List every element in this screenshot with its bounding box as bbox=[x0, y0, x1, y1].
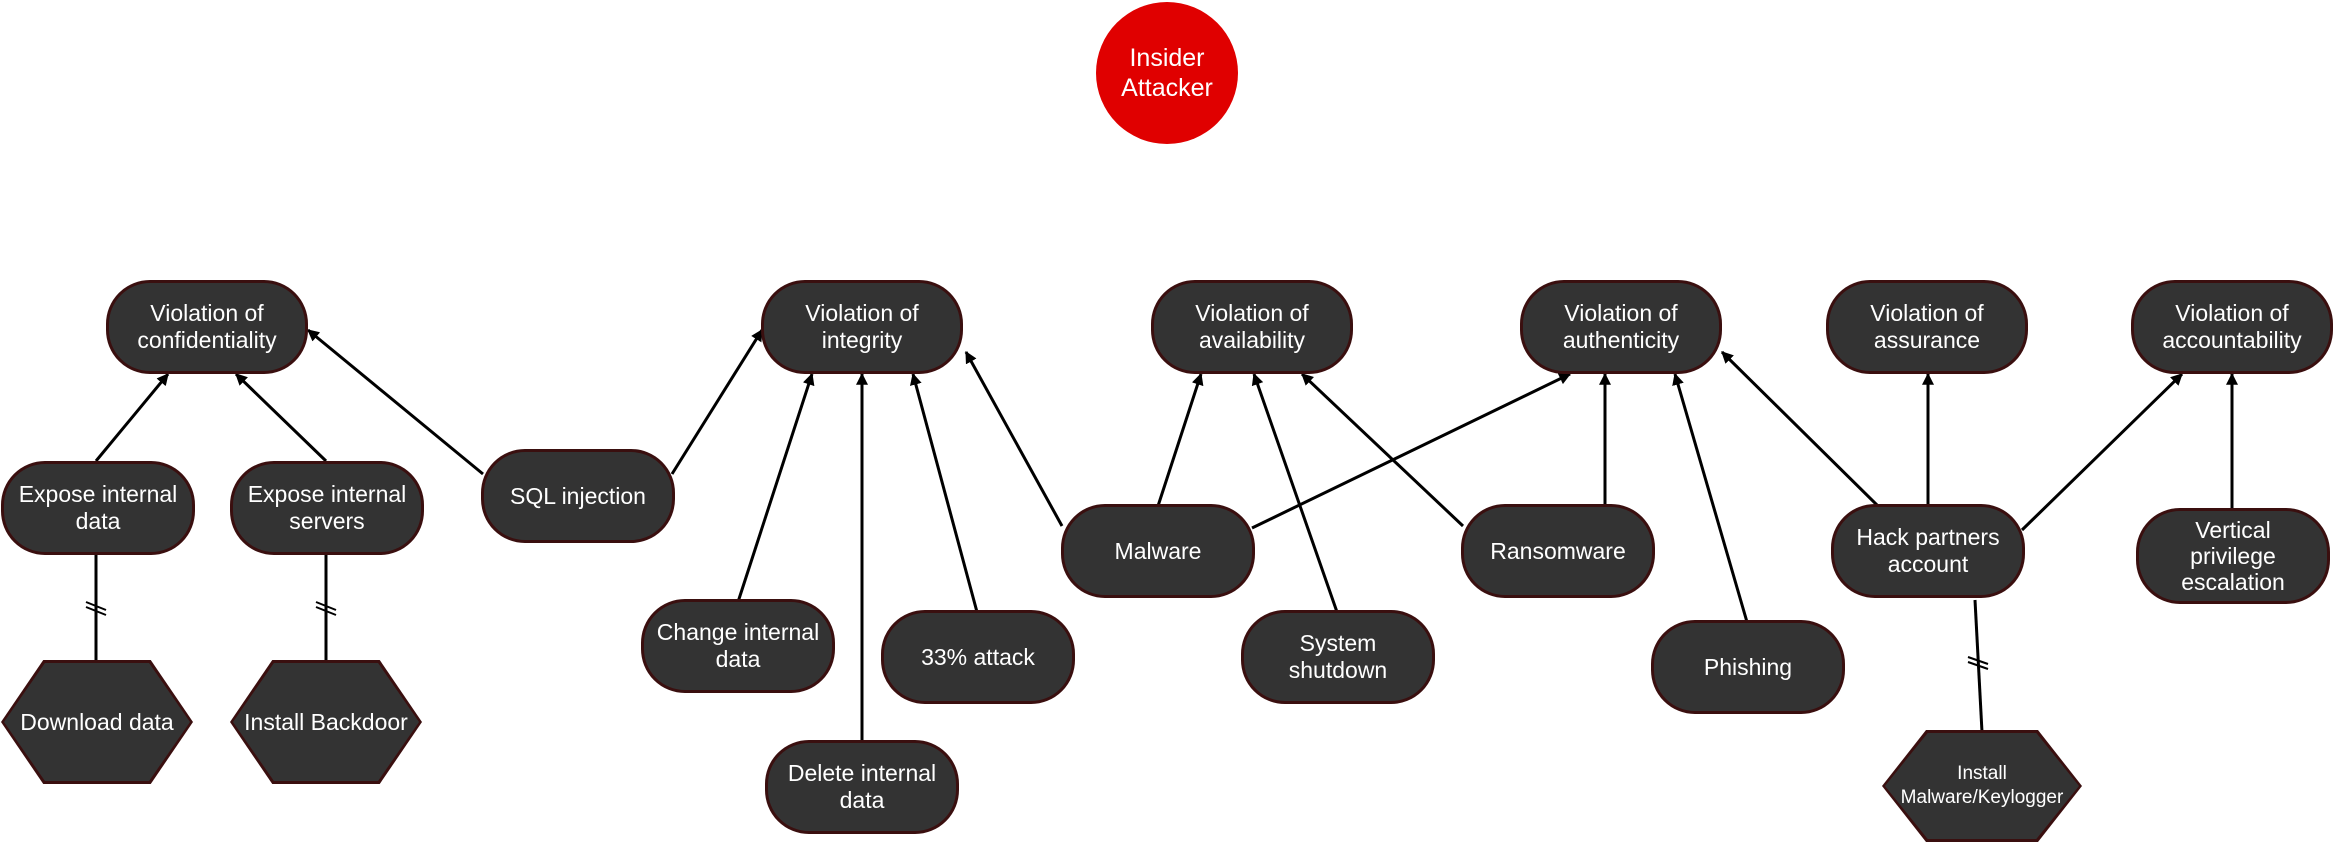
action-install-malware-keylogger: Install Malware/Keylogger bbox=[1882, 730, 2082, 842]
violation-authenticity: Violation of authenticity bbox=[1520, 280, 1722, 374]
edge-shutdown-to-availability bbox=[1251, 372, 1339, 613]
edge-change-to-integrity bbox=[736, 372, 815, 603]
attack-ransomware: Ransomware bbox=[1461, 504, 1655, 598]
action-download-data: Download data bbox=[1, 660, 193, 784]
attack-sql-injection: SQL injection bbox=[481, 449, 675, 543]
insider-attacker-root: Insider Attacker bbox=[1096, 2, 1238, 144]
violation-availability: Violation of availability bbox=[1151, 280, 1353, 374]
break-mark-backdoor-2 bbox=[315, 606, 337, 616]
attack-expose-internal-data: Expose internal data bbox=[1, 461, 195, 555]
edge-hack-to-accountability bbox=[2020, 372, 2184, 532]
break-mark-backdoor bbox=[315, 601, 337, 611]
action-install-backdoor: Install Backdoor bbox=[230, 660, 422, 784]
edge-sql-to-confidentiality bbox=[307, 328, 484, 476]
attack-system-shutdown: System shutdown bbox=[1241, 610, 1435, 704]
attack-malware: Malware bbox=[1061, 504, 1255, 598]
violation-integrity: Violation of integrity bbox=[761, 280, 963, 374]
attack-vertical-privilege-escalation: Vertical privilege escalation bbox=[2136, 508, 2330, 604]
action-install-malware-keylogger-label: Install Malware/Keylogger bbox=[1885, 733, 2079, 839]
edge-phishing-to-authenticity bbox=[1672, 372, 1749, 623]
edge-ransomware-to-availability bbox=[1300, 372, 1465, 528]
edge-33-to-integrity bbox=[910, 372, 979, 613]
edge-expose-data-to-confidentiality bbox=[94, 373, 170, 462]
attack-hack-partners-account: Hack partners account bbox=[1831, 504, 2025, 598]
violation-confidentiality: Violation of confidentiality bbox=[106, 280, 308, 374]
attack-delete-internal-data: Delete internal data bbox=[765, 740, 959, 834]
edge-malware-to-integrity bbox=[964, 350, 1064, 527]
attack-change-internal-data: Change internal data bbox=[641, 599, 835, 693]
edge-malware-to-availability bbox=[1156, 372, 1204, 507]
attack-expose-internal-servers: Expose internal servers bbox=[230, 461, 424, 555]
violation-assurance: Violation of assurance bbox=[1826, 280, 2028, 374]
attack-33-percent: 33% attack bbox=[881, 610, 1075, 704]
violation-accountability: Violation of accountability bbox=[2131, 280, 2333, 374]
edge-expose-servers-to-confidentiality bbox=[234, 372, 328, 463]
break-mark-keylogger bbox=[1967, 656, 1989, 665]
break-mark-download-2 bbox=[85, 606, 107, 616]
edge-hack-to-authenticity bbox=[1720, 350, 1882, 510]
break-mark-keylogger-2 bbox=[1967, 661, 1989, 670]
attack-phishing: Phishing bbox=[1651, 620, 1845, 714]
action-install-backdoor-label: Install Backdoor bbox=[233, 663, 419, 781]
break-mark-download bbox=[85, 601, 107, 611]
edge-malware-to-authenticity bbox=[1251, 372, 1572, 530]
action-download-data-label: Download data bbox=[4, 663, 190, 781]
edge-sql-to-integrity bbox=[670, 328, 764, 475]
